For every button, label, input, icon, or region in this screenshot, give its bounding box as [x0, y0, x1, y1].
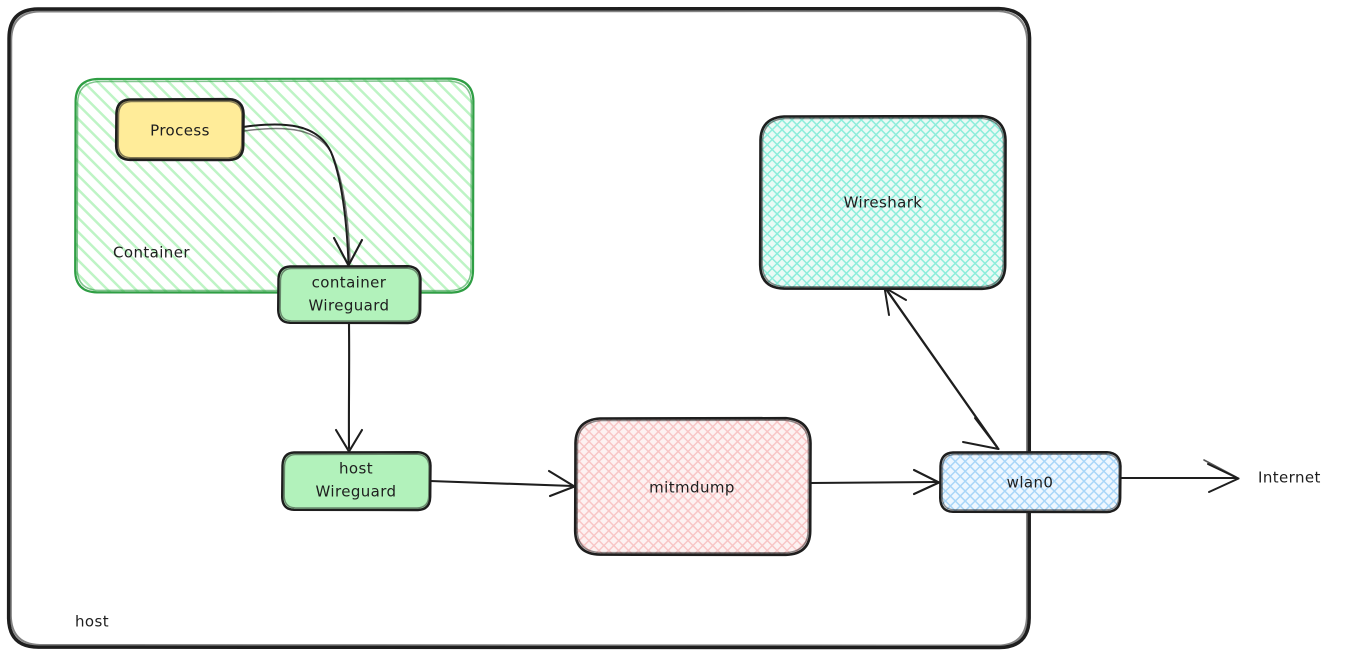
node-label-process: Process: [150, 122, 210, 140]
group-host[interactable]: host: [6, 6, 1032, 650]
node-label-host-wireguard-1: host: [339, 460, 373, 478]
group-label-container: Container: [113, 244, 190, 262]
node-label-container-wireguard-1: container: [312, 274, 387, 292]
node-label-container-wireguard-2: Wireguard: [309, 297, 390, 315]
process-fill: [116, 99, 244, 160]
node-label-wireshark: Wireshark: [844, 194, 923, 212]
edge-wlan0-to-internet[interactable]: [1119, 459, 1240, 493]
node-label-mitmdump: mitmdump: [649, 479, 735, 497]
host-wireguard-fill: [282, 452, 431, 510]
node-label-host-wireguard-2: Wireguard: [316, 483, 397, 501]
edge-mitmdump-to-wlan0[interactable]: [808, 468, 941, 496]
wlan0-fill: [940, 452, 1121, 512]
wireshark-fill: [760, 116, 1006, 289]
edge-process-to-container-wireguard[interactable]: [242, 123, 364, 267]
node-process[interactable]: Process: [114, 97, 245, 162]
node-mitmdump[interactable]: mitmdump: [573, 416, 812, 557]
node-label-wlan0: wlan0: [1007, 474, 1054, 492]
node-wireshark[interactable]: Wireshark: [758, 114, 1007, 291]
edge-container-wireguard-to-host-wireguard[interactable]: [334, 322, 364, 453]
edge-host-wireguard-to-mitmdump[interactable]: [428, 469, 576, 498]
mitmdump-fill: [575, 418, 811, 555]
edge-wlan0-to-wireshark[interactable]: [883, 286, 1000, 450]
label-internet: Internet: [1258, 469, 1321, 487]
node-container-wireguard[interactable]: container Wireguard: [277, 265, 422, 325]
node-host-wireguard[interactable]: host Wireguard: [281, 451, 432, 512]
group-label-host: host: [75, 613, 109, 631]
container-wireguard-fill: [278, 266, 421, 323]
node-wlan0[interactable]: wlan0: [939, 451, 1122, 514]
